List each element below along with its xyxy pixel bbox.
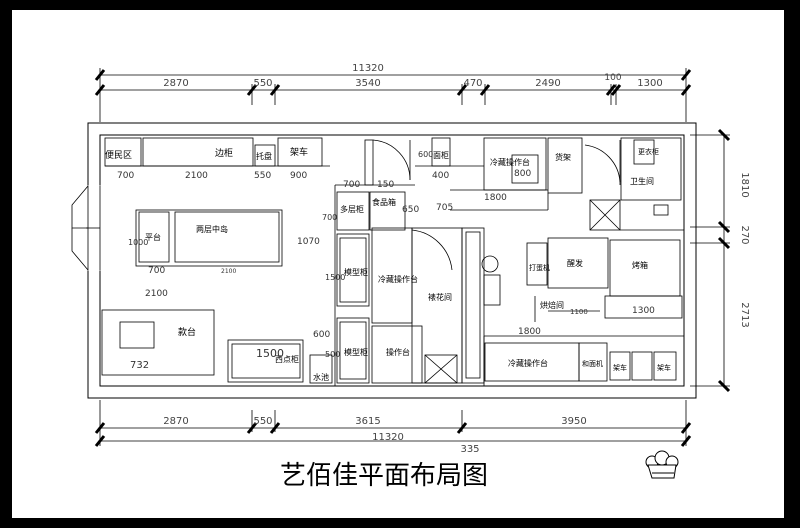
kitchen-door: [364, 139, 411, 186]
middle-cabinets: [334, 184, 415, 386]
dim-550: 550: [254, 171, 271, 181]
label-oven: 烤箱: [632, 260, 648, 270]
dim-1000: 1000: [128, 238, 148, 247]
baking-area: [483, 237, 684, 386]
bottom-dim-1: 2870: [163, 416, 188, 427]
dim-1500b: 1500: [256, 347, 284, 360]
label-decorating: 裱花间: [428, 292, 452, 302]
label-dough-machine: 和面机: [582, 359, 603, 368]
dim-700d: 700: [322, 213, 337, 222]
label-side-cabinet: 边柜: [215, 147, 233, 159]
dim-1500a: 1500: [325, 273, 345, 282]
top-overall-dimension: 11320: [352, 63, 384, 74]
top-dim-3: 3540: [355, 78, 380, 89]
inner-dimension-labels: 700 2100 550 900 700 150 650 600 400 800…: [117, 150, 655, 371]
toilet-room: [584, 137, 684, 231]
top-dim-2: 550: [253, 78, 272, 89]
chef-hat-logo: [645, 450, 679, 479]
label-egg-beater: 打蛋机: [529, 263, 550, 272]
label-model-cabinet-2: 模型柜: [344, 347, 368, 357]
drawing-sheet: [12, 10, 784, 518]
dim-1300: 1300: [632, 306, 655, 316]
label-changing: 更衣柜: [638, 147, 659, 156]
top-dim-6: 100: [604, 73, 621, 83]
dim-650: 650: [402, 205, 419, 215]
label-cold-prep-top: 冷藏操作台: [490, 157, 530, 167]
bottom-dim-2: 550: [253, 416, 272, 427]
right-dim-2: 270: [739, 225, 750, 244]
dim-705: 705: [436, 203, 453, 213]
top-dim-4: 470: [463, 78, 482, 89]
decorating-room: [371, 227, 501, 384]
dim-2100c: 2100: [145, 289, 168, 299]
page-title: 艺佰佳平面布局图: [280, 461, 488, 491]
dim-1070: 1070: [297, 237, 320, 247]
label-cart-c: 架车: [657, 363, 671, 372]
label-food-box: 食品箱: [372, 197, 396, 207]
bottom-overall-dimension: 11320: [372, 432, 404, 443]
dim-800: 800: [514, 169, 531, 179]
top-dim-5: 2490: [535, 78, 560, 89]
label-cart-a: 架车: [290, 146, 308, 158]
top-dimension-chain: [99, 68, 687, 122]
label-toilet: 卫生间: [630, 176, 654, 186]
dim-900: 900: [290, 171, 307, 181]
label-double-island: 两层中岛: [196, 224, 228, 234]
dim-2100b: 2100: [221, 268, 236, 275]
label-display-cabinet: 西点柜: [275, 354, 299, 364]
dim-1100: 1100: [570, 308, 588, 316]
dim-1800a: 1800: [484, 193, 507, 203]
bottom-dim-3: 3615: [355, 416, 380, 427]
label-multilayer-cabinet: 多层柜: [340, 204, 364, 214]
dim-600b: 600: [313, 330, 330, 340]
dim-1800b: 1800: [518, 327, 541, 337]
front-zone-furniture: [101, 137, 333, 384]
top-dim-1: 2870: [163, 78, 188, 89]
label-cold-prep-bottom: 冷藏操作台: [508, 358, 548, 368]
label-cart-b: 架车: [613, 363, 627, 372]
label-convenience: 便民区: [105, 149, 132, 161]
label-shelf: 货架: [555, 152, 571, 162]
label-platform: 平台: [145, 232, 161, 242]
label-tray: 托盘: [256, 151, 272, 161]
bottom-dimension-ticks: [94, 422, 692, 447]
dim-600a: 600: [418, 150, 433, 159]
right-dimension-ticks: [717, 128, 731, 393]
bottom-extra-dimension: 335: [460, 444, 479, 455]
dim-left-732: 732: [130, 360, 149, 371]
top-kitchen-strip: [415, 137, 583, 211]
label-sink-pool: 水池: [313, 372, 329, 382]
entrance-doors: [71, 185, 103, 271]
bottom-dim-4: 3950: [561, 416, 586, 427]
label-model-cabinet-1: 模型柜: [344, 267, 368, 277]
dim-500: 500: [325, 350, 340, 359]
dim-700c: 700: [148, 266, 165, 276]
label-noodle-cabinet: 面柜: [433, 150, 449, 160]
dim-2100a: 2100: [185, 171, 208, 181]
label-cold-prep-middle: 冷藏操作台: [378, 274, 418, 284]
top-dim-7: 1300: [637, 78, 662, 89]
room-labels: 便民区 边柜 托盘 架车 多层柜 食品箱 平台 两层中岛 款台 西点柜 水池 模…: [105, 146, 671, 382]
label-cashier: 款台: [178, 326, 196, 338]
label-proofer: 醒发: [567, 258, 583, 268]
dim-700a: 700: [117, 171, 134, 181]
top-dimension-ticks: [94, 69, 692, 96]
label-operation: 操作台: [386, 347, 410, 357]
dim-150: 150: [377, 180, 394, 190]
right-dim-3: 2713: [739, 302, 750, 327]
dim-700b: 700: [343, 180, 360, 190]
label-baking-room: 烘焙间: [540, 300, 564, 310]
right-dim-1: 1810: [739, 172, 750, 197]
dim-400: 400: [432, 171, 449, 181]
